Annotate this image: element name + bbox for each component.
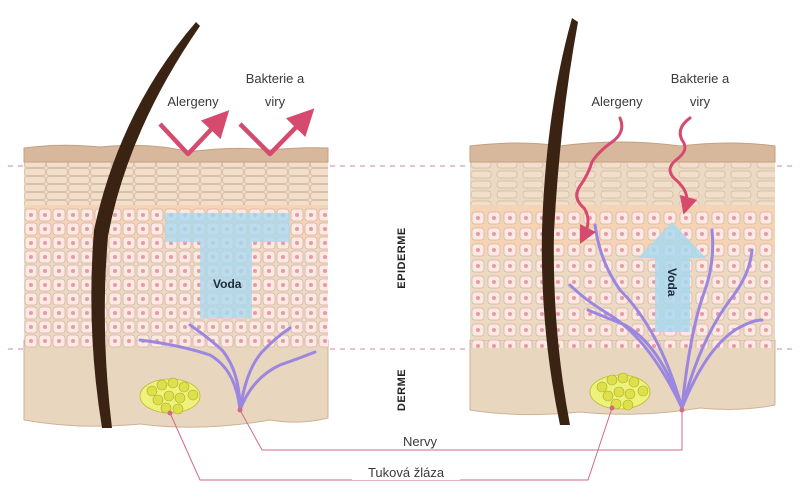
stratum-corneum-left [24,160,328,205]
bacteria-label-left-1: Bakterie a [246,71,305,86]
dermis-label: DERME [396,369,408,411]
water-label-left: Voda [213,277,242,291]
layer-dividers [8,165,792,350]
bacteria-label-right-2: viry [690,94,711,109]
penetrating-arrows-right [575,116,698,245]
epidermis-cells-right [470,210,775,348]
stratum-corneum-right [470,160,775,205]
epidermis-label: EPIDERME [396,227,408,288]
nerves-right [568,223,764,410]
skin-surface-left [23,144,329,163]
nerves-label: Nervy [403,434,437,449]
nerves-left [138,323,317,412]
water-label-right: Voda [665,268,679,297]
reflected-arrows-left [158,108,315,157]
sebaceous-gland-label: Tuková žláza [368,465,445,480]
water-escape-arrow [638,222,706,332]
damaged-skin-block: Voda [469,18,776,425]
bacteria-label-left-2: viry [265,94,286,109]
hair-right [541,18,578,425]
healthy-skin-block: Voda [23,22,329,428]
sebaceous-gland-right [589,372,651,411]
allergens-label-left: Alergeny [167,94,219,109]
bacteria-label-right-1: Bakterie a [671,71,730,86]
allergens-label-right: Alergeny [591,94,643,109]
water-retention-left [165,213,290,318]
skin-surface-right [469,141,776,163]
hair-left [91,22,200,428]
